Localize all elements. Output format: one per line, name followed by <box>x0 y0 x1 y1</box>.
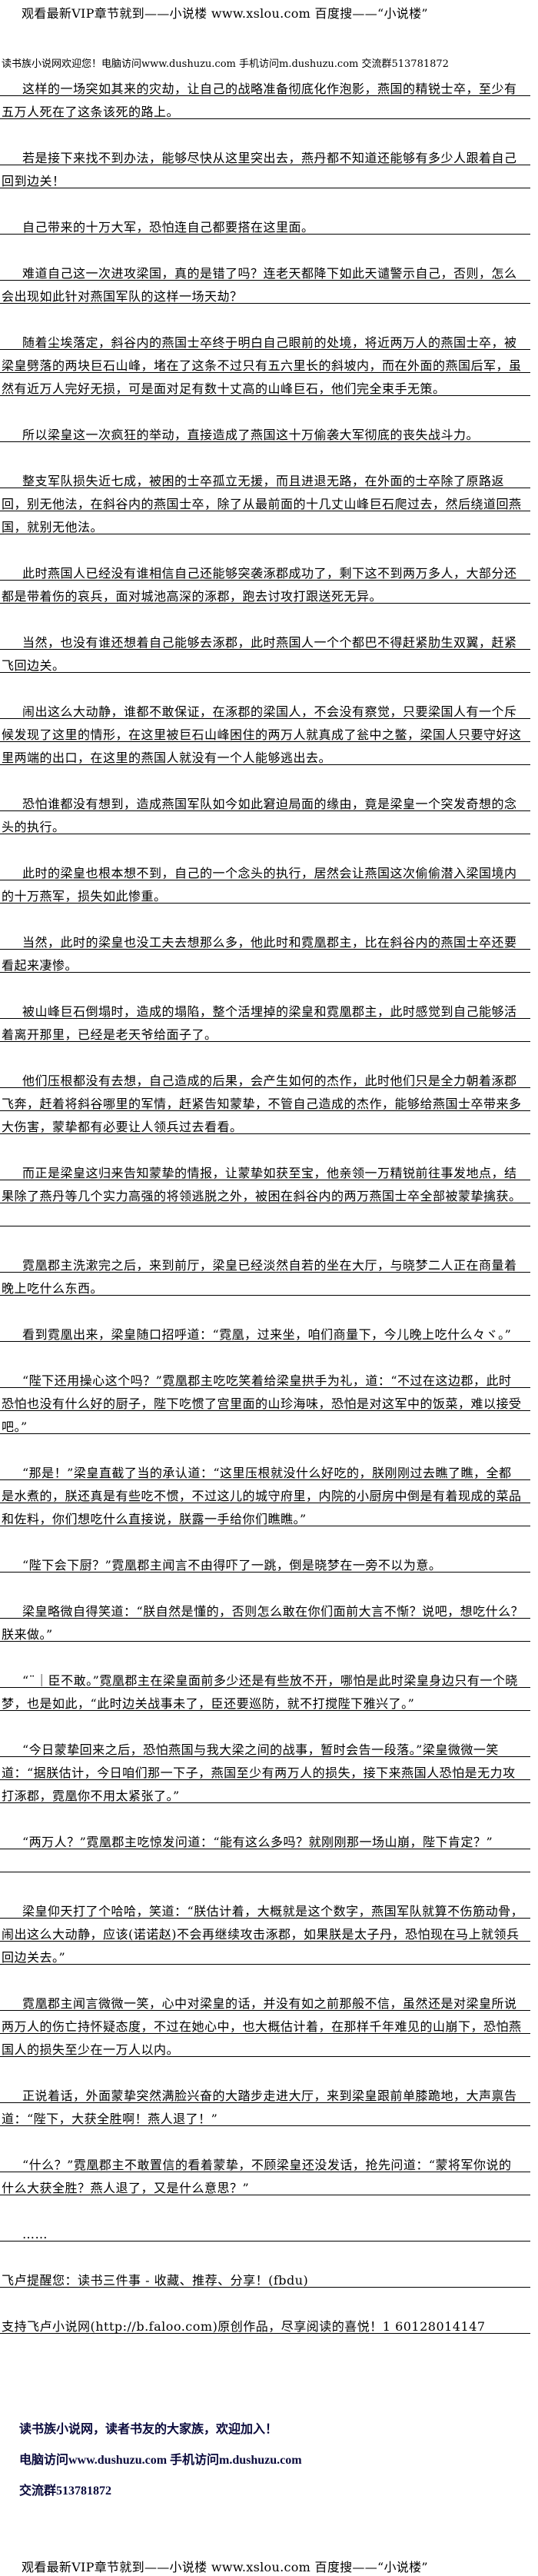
footer-group: 交流群513781872 <box>19 2484 112 2498</box>
paragraph: 被山峰巨石倒塌时，造成的塌陷，整个活埋掉的梁皇和霓凰郡主，此时感觉到自己能够活着… <box>0 1000 530 1047</box>
paragraph: 这样的一场突如其来的灾劫，让自己的战略准备彻底化作泡影，燕国的精锐士卒，至少有五… <box>0 78 530 124</box>
paragraph: 恐怕谁都没有想到，造成燕国军队如今如此窘迫局面的缘由，竟是梁皇一个突发奇想的念头… <box>0 793 530 839</box>
paragraph: 看到霓凰出来，梁皇随口招呼道：“霓凰，过来坐，咱们商量下，今儿晚上吃什么々ヾ。” <box>0 1323 530 1346</box>
paragraph: 若是接下来找不到办法，能够尽快从这里突出去，燕丹都不知道还能够有多少人跟着自己回… <box>0 147 530 193</box>
afterword-support: 支持飞卢小说网(http://b.faloo.com)原创作品，尽享阅读的喜悦！… <box>0 2315 530 2338</box>
paragraph: “¨｜臣不敢。”霓凰郡主在梁皇面前多少还是有些放不开，哪怕是此时梁皇身边只有一个… <box>0 1669 530 1716</box>
paragraph: “那是！”梁皇直截了当的承认道：“这里压根就没什么好吃的，朕刚刚过去瞧了瞧，全都… <box>0 1462 530 1531</box>
paragraph: “陛下还用操心这个吗？”霓凰郡主吃吃笑着给梁皇拱手为礼，道：“不过在这边郡，此时… <box>0 1370 530 1439</box>
paragraph: 随着尘埃落定，斜谷内的燕国士卒终于明白自己眼前的处境，将近两万人的燕国士卒，被梁… <box>0 331 530 401</box>
chapter-content: 这样的一场突如其来的灾劫，让自己的战略准备彻底化作泡影，燕国的精锐士卒，至少有五… <box>0 78 530 2361</box>
paragraph: 而正是梁皇这归来告知蒙挚的情报，让蒙挚如获至宝，他亲领一万精锐前往事发地点，结果… <box>0 1162 530 1231</box>
paragraph: “什么？”霓凰郡主不敢置信的看着蒙挚，不顾梁皇还没发话，抢先问道：“蒙将军你说的… <box>0 2154 530 2200</box>
paragraph: 他们压根都没有去想，自己造成的后果，会产生如何的杰作，此时他们只是全力朝着涿郡飞… <box>0 1070 530 1139</box>
paragraph: 此时燕国人已经没有谁相信自己还能够突袭涿郡成功了，剩下这不到两万多人，大部分还都… <box>0 562 530 608</box>
footer-welcome: 读书族小说网，读者书友的大家族，欢迎加入！ <box>19 2423 278 2436</box>
paragraph: 梁皇仰天打了个哈哈，笑道：“朕估计着，大概就是这个数字，燕国军队就算不伤筋动骨，… <box>0 1900 530 1969</box>
paragraph: “两万人？”霓凰郡主吃惊发问道：“能有这么多吗？就刚刚那一场山崩，陛下肯定？” <box>0 1831 530 1877</box>
site-notice: 读书族小说网欢迎您！电脑访问www.dushuzu.com 手机访问m.dush… <box>2 58 449 70</box>
paragraph: …… <box>0 2223 530 2246</box>
paragraph: 霓凰郡主闻言微微一笑，心中对梁皇的话，并没有如之前那般不信，虽然还是对梁皇所说两… <box>0 1992 530 2062</box>
paragraph: 所以梁皇这一次疯狂的举动，直接造成了燕国这十万偷袭大军彻底的丧失战斗力。 <box>0 424 530 447</box>
paragraph: 自己带来的十万大军，恐怕连自己都要搭在这里面。 <box>0 216 530 239</box>
paragraph: 难道自己这一次进攻梁国，真的是错了吗？连老天都降下如此天谴警示自己，否则，怎么会… <box>0 262 530 308</box>
afterword-reminder: 飞卢提醒您：读书三件事 - 收藏、推荐、分享！(fbdu) <box>0 2269 530 2292</box>
paragraph: 此时的梁皇也根本想不到，自己的一个念头的执行，居然会让燕国这次偷偷潜入梁国境内的… <box>0 862 530 908</box>
footer-urls: 电脑访问www.dushuzu.com 手机访问m.dushuzu.com <box>19 2454 302 2467</box>
bottom-banner: 观看最新VIP章节就到——小说楼 www.xslou.com 百度搜——“小说楼… <box>22 2560 428 2574</box>
paragraph: “陛下会下厨？”霓凰郡主闻言不由得吓了一跳，倒是晓梦在一旁不以为意。 <box>0 1554 530 1577</box>
paragraph: 霓凰郡主洗漱完之后，来到前厅，梁皇已经淡然自若的坐在大厅，与晓梦二人正在商量着晚… <box>0 1254 530 1300</box>
top-banner: 观看最新VIP章节就到——小说楼 www.xslou.com 百度搜——“小说楼… <box>22 6 428 21</box>
paragraph: 整支军队损失近七成，被困的士卒孤立无援，而且进退无路，在外面的士卒除了原路返回，… <box>0 470 530 539</box>
paragraph: 梁皇略微自得笑道：“朕自然是懂的，否则怎么敢在你们面前大言不惭？说吧，想吃什么？… <box>0 1600 530 1646</box>
paragraph: 闹出这么大动静，谁都不敢保证，在涿郡的梁国人，不会没有察觉，只要梁国人有一个斥候… <box>0 701 530 770</box>
paragraph: “今日蒙挚回来之后，恐怕燕国与我大梁之间的战事，暂时会告一段落。”梁皇微微一笑道… <box>0 1739 530 1808</box>
footer-promo: 读书族小说网，读者书友的大家族，欢迎加入！ 电脑访问www.dushuzu.co… <box>19 2421 302 2513</box>
paragraph: 当然，此时的梁皇也没工夫去想那么多，他此时和霓凰郡主，比在斜谷内的燕国士卒还要看… <box>0 931 530 977</box>
paragraph: 正说着话，外面蒙挚突然满脸兴奋的大踏步走进大厅，来到梁皇跟前单膝跪地，大声禀告道… <box>0 2085 530 2131</box>
paragraph: 当然，也没有谁还想着自己能够去涿郡，此时燕国人一个个都巴不得赶紧肋生双翼，赶紧飞… <box>0 631 530 677</box>
